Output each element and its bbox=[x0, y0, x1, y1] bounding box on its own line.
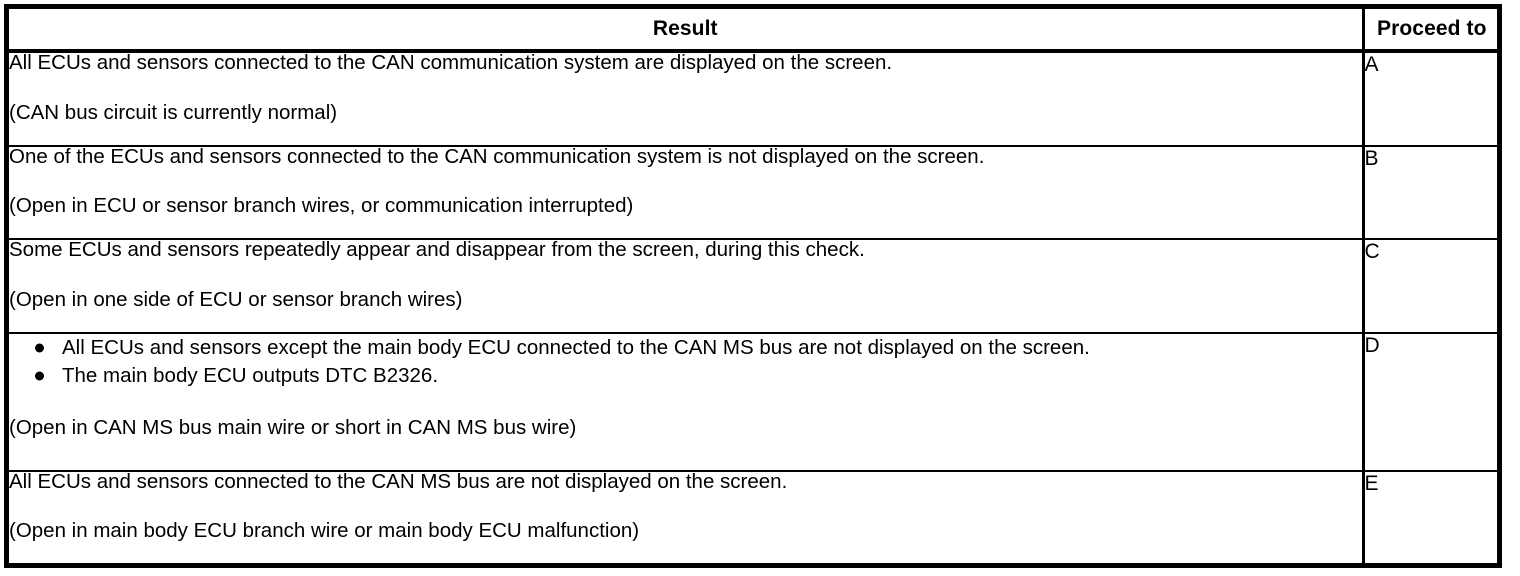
proceed-to-cell: C bbox=[1363, 238, 1497, 333]
result-note-text: (Open in main body ECU branch wire or ma… bbox=[9, 519, 640, 543]
bullet-dot-icon bbox=[35, 343, 44, 353]
diagnostic-result-table: Result Proceed to All ECUs and sensors c… bbox=[9, 9, 1497, 563]
result-main-text: One of the ECUs and sensors connected to… bbox=[9, 144, 985, 168]
result-main-text: All ECUs and sensors connected to the CA… bbox=[9, 469, 788, 493]
table-row: Some ECUs and sensors repeatedly appear … bbox=[9, 238, 1497, 333]
table-body: All ECUs and sensors connected to the CA… bbox=[9, 51, 1497, 563]
result-bullet-text: All ECUs and sensors except the main bod… bbox=[62, 335, 1090, 359]
result-table-container: Result Proceed to All ECUs and sensors c… bbox=[4, 4, 1502, 568]
proceed-to-letter: B bbox=[1364, 146, 1379, 170]
proceed-to-cell: B bbox=[1363, 144, 1497, 240]
result-cell: Some ECUs and sensors repeatedly appear … bbox=[9, 238, 1365, 333]
table-row: All ECUs and sensors except the main bod… bbox=[9, 331, 1497, 471]
proceed-to-cell: D bbox=[1363, 331, 1497, 471]
result-bullet-item: The main body ECU outputs DTC B2326. bbox=[9, 362, 1362, 390]
table-row: All ECUs and sensors connected to the CA… bbox=[9, 51, 1497, 146]
table-row: One of the ECUs and sensors connected to… bbox=[9, 144, 1497, 240]
result-cell: All ECUs and sensors except the main bod… bbox=[9, 331, 1365, 471]
column-header-proceed-to: Proceed to bbox=[1363, 9, 1497, 53]
proceed-to-cell: A bbox=[1363, 51, 1497, 146]
table-header: Result Proceed to bbox=[9, 9, 1497, 53]
result-bullet-text: The main body ECU outputs DTC B2326. bbox=[62, 364, 439, 388]
result-main-text: Some ECUs and sensors repeatedly appear … bbox=[9, 238, 865, 262]
table-row: All ECUs and sensors connected to the CA… bbox=[9, 469, 1497, 563]
result-cell: All ECUs and sensors connected to the CA… bbox=[9, 469, 1365, 563]
column-header-result: Result bbox=[9, 9, 1365, 53]
result-main-text: All ECUs and sensors connected to the CA… bbox=[9, 51, 893, 74]
result-note-text: (Open in CAN MS bus main wire or short i… bbox=[9, 415, 577, 439]
proceed-to-letter: A bbox=[1364, 53, 1379, 76]
result-note-text: (Open in one side of ECU or sensor branc… bbox=[9, 287, 463, 311]
result-note-text: (CAN bus circuit is currently normal) bbox=[9, 100, 338, 124]
proceed-to-letter: E bbox=[1364, 471, 1379, 495]
bullet-dot-icon bbox=[35, 371, 44, 381]
proceed-to-cell: E bbox=[1363, 469, 1497, 563]
header-row: Result Proceed to bbox=[9, 9, 1497, 53]
result-note-text: (Open in ECU or sensor branch wires, or … bbox=[9, 194, 634, 218]
proceed-to-letter: D bbox=[1364, 333, 1380, 357]
result-cell: One of the ECUs and sensors connected to… bbox=[9, 144, 1365, 240]
result-bullet-list: All ECUs and sensors except the main bod… bbox=[9, 334, 1362, 391]
result-cell: All ECUs and sensors connected to the CA… bbox=[9, 51, 1365, 146]
proceed-to-letter: C bbox=[1364, 240, 1380, 264]
result-bullet-item: All ECUs and sensors except the main bod… bbox=[9, 334, 1362, 362]
